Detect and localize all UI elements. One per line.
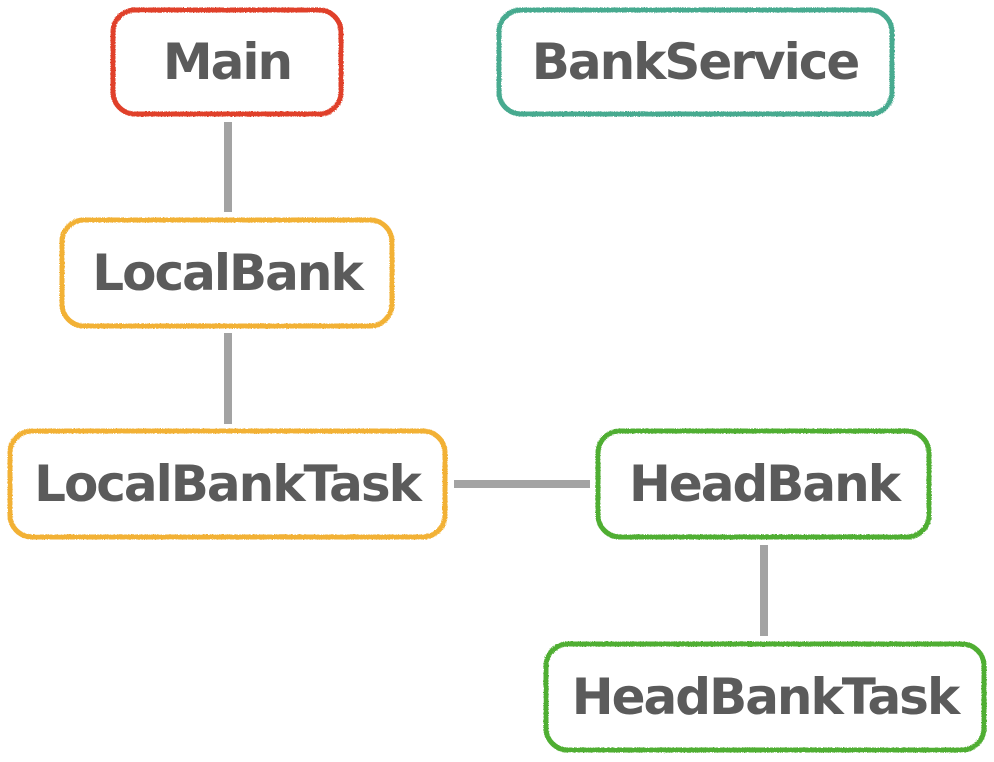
node-headbank-label: HeadBank xyxy=(629,455,903,513)
node-headbank-box xyxy=(595,428,932,540)
node-headbanktask-label: HeadBankTask xyxy=(572,668,962,726)
node-main-box xyxy=(110,7,344,117)
node-localbank-label: LocalBank xyxy=(92,244,365,302)
node-headbank[interactable]: HeadBank xyxy=(595,428,932,540)
connectors xyxy=(224,122,768,636)
node-main-label: Main xyxy=(163,33,291,91)
node-main[interactable]: Main xyxy=(110,7,344,117)
node-bankservice[interactable]: BankService xyxy=(496,7,895,117)
node-localbanktask-box xyxy=(7,428,448,540)
node-bankservice-box xyxy=(496,7,895,117)
node-bankservice-label: BankService xyxy=(532,33,859,91)
node-localbanktask[interactable]: LocalBankTask xyxy=(7,428,448,540)
node-localbanktask-label: LocalBankTask xyxy=(34,455,424,513)
node-headbanktask[interactable]: HeadBankTask xyxy=(543,641,987,753)
node-headbanktask-box xyxy=(543,641,987,753)
node-localbank-box xyxy=(59,217,395,329)
node-localbank[interactable]: LocalBank xyxy=(59,217,395,329)
